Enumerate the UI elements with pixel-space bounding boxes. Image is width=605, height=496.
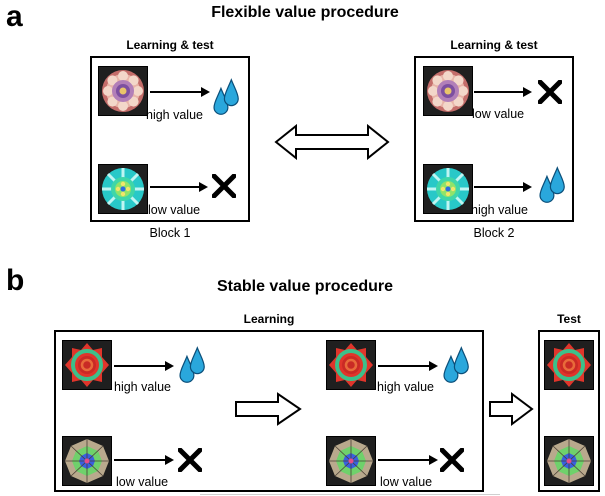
water-drops-icon: [179, 347, 205, 383]
cross-icon: [178, 448, 202, 472]
arrow-icon: [114, 361, 174, 371]
arrow-icon: [474, 87, 532, 97]
block1-caption: Block 1: [149, 226, 191, 240]
block1-box: [90, 56, 250, 222]
panel-letter-a: a: [6, 0, 23, 33]
red-star-stimulus: [326, 340, 376, 390]
value-label: low value: [380, 475, 433, 489]
cross-icon: [212, 174, 236, 198]
panel-b-title: Stable value procedure: [216, 278, 394, 295]
right-hollow-arrow-icon: [489, 392, 534, 426]
cyan-snowflake-stimulus: [98, 164, 148, 214]
block1-heading: Learning & test: [126, 38, 214, 52]
test-box: [538, 330, 600, 492]
double-headed-arrow-icon: [274, 124, 390, 160]
arrow-icon: [150, 87, 210, 97]
value-label: low value: [148, 203, 201, 217]
value-label: low value: [116, 475, 169, 489]
arrow-icon: [150, 182, 208, 192]
divider: [200, 494, 500, 495]
red-star-stimulus: [62, 340, 112, 390]
water-drops-icon: [443, 347, 469, 383]
cross-icon: [538, 80, 562, 104]
value-label: high value: [471, 203, 528, 217]
value-label: high value: [146, 108, 203, 122]
value-label: high value: [114, 380, 171, 394]
cyan-snowflake-stimulus: [423, 164, 473, 214]
arrow-icon: [474, 182, 532, 192]
right-hollow-arrow-icon: [235, 392, 302, 426]
arrow-icon: [378, 361, 438, 371]
cross-icon: [440, 448, 464, 472]
block2-box: [414, 56, 574, 222]
flower-stimulus: [423, 66, 473, 116]
learning-box: [54, 330, 484, 492]
flower-stimulus: [98, 66, 148, 116]
value-label: low value: [472, 107, 525, 121]
web-stimulus: [544, 436, 594, 486]
learning-heading: Learning: [243, 312, 295, 326]
block2-caption: Block 2: [473, 226, 515, 240]
test-heading: Test: [557, 312, 581, 326]
panel-letter-b: b: [6, 264, 25, 297]
panel-a-title: Flexible value procedure: [211, 4, 399, 21]
arrow-icon: [378, 455, 438, 465]
web-stimulus: [326, 436, 376, 486]
block2-heading: Learning & test: [450, 38, 538, 52]
value-label: high value: [377, 380, 434, 394]
water-drops-icon: [539, 167, 565, 203]
red-star-stimulus: [544, 340, 594, 390]
web-stimulus: [62, 436, 112, 486]
arrow-icon: [114, 455, 174, 465]
water-drops-icon: [213, 79, 239, 115]
